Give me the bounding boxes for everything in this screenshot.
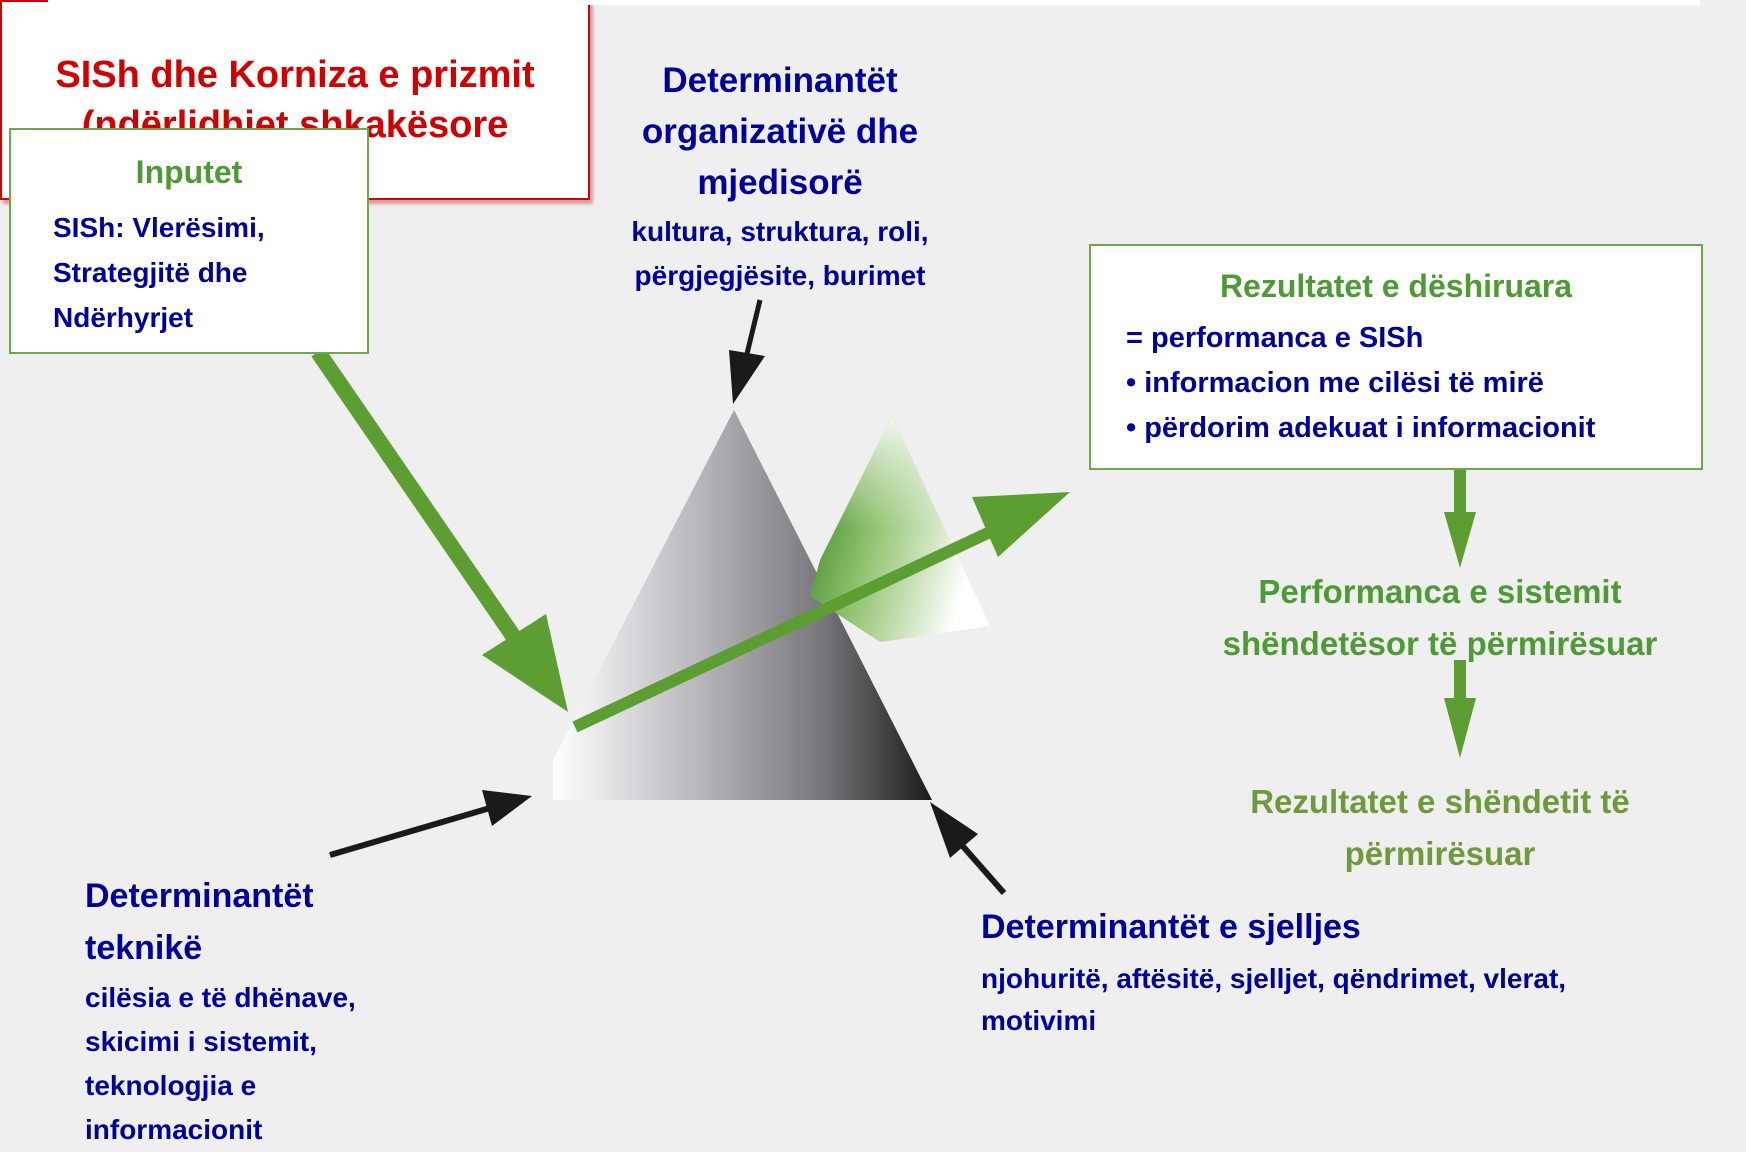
list-item: • përdorim adekuat i informacionit	[1126, 412, 1596, 444]
behavioral-arrow	[957, 841, 1007, 895]
desired-results-list: = performanca e SISh • informacion me ci…	[1126, 316, 1595, 451]
organizational-arrow	[742, 299, 763, 363]
inputs-box: Inputet SISh: Vlerësimi, Strategjitë dhe…	[9, 128, 369, 354]
desired-results-box: Rezultatet e dëshiruara = performanca e …	[1089, 244, 1703, 470]
technical-determinants: Determinantët teknikë cilësia e të dhëna…	[85, 877, 356, 1145]
health-system-performance: Performanca e sistemit shëndetësor të pë…	[1222, 573, 1658, 662]
behavioral-determinants: Determinantët e sjelljes njohuritë, aftë…	[981, 908, 1567, 1036]
desired-results-heading: Rezultatet e dëshiruara	[1219, 268, 1573, 304]
inputs-heading: Inputet	[135, 154, 243, 190]
inputs-lines: SISh: Vlerësimi, Strategjitë dhe Ndërhyr…	[53, 212, 265, 333]
top-border	[48, 0, 1700, 5]
prism-shape	[553, 410, 932, 800]
organizational-determinants: Determinantët organizativë dhe mjedisorë…	[631, 61, 929, 291]
list-item: • informacion me cilësi të mirë	[1126, 367, 1544, 399]
list-item: = performanca e SISh	[1126, 322, 1424, 354]
technical-arrow	[329, 805, 491, 858]
health-outcomes: Rezultatet e shëndetit të përmirësuar	[1250, 783, 1630, 872]
output-beam	[572, 526, 993, 733]
input-arrow	[311, 347, 527, 651]
